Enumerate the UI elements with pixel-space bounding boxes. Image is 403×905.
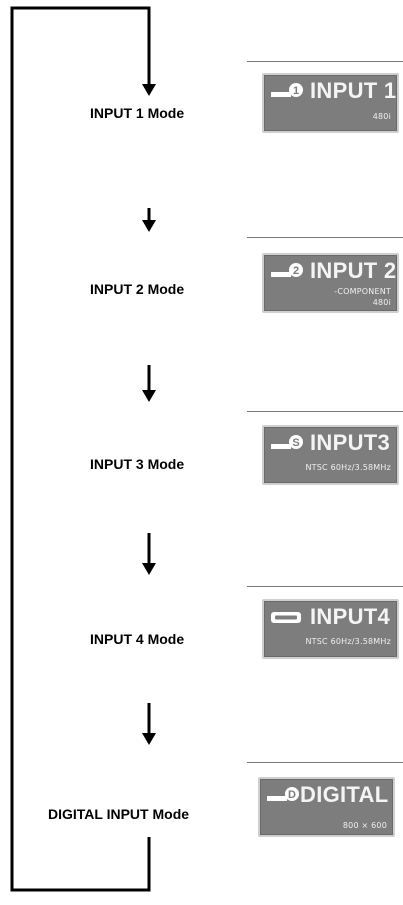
osd-resolution: 480i — [372, 298, 391, 307]
osd-title: INPUT 1 — [310, 78, 397, 103]
terminal-plug-icon: S — [271, 435, 303, 449]
osd-screen-digital: D DIGITAL 800 × 600 — [258, 777, 395, 837]
terminal-plug-icon: D — [267, 787, 299, 801]
separator-line — [247, 586, 403, 587]
osd-title: DIGITAL — [300, 782, 389, 807]
arrow-head-0 — [142, 84, 156, 96]
svg-text:S: S — [292, 437, 299, 449]
mode-label-digital: DIGITAL INPUT Mode — [48, 806, 190, 822]
mode-label-input-2: INPUT 2 Mode — [90, 281, 185, 297]
terminal-plug-icon: 2 — [271, 263, 303, 277]
osd-screen-input-4: INPUT4 NTSC 60Hz/3.58MHz — [262, 599, 399, 659]
osd-signal-type: -COMPONENT — [334, 287, 391, 296]
osd-title: INPUT 2 — [310, 258, 397, 283]
osd-title: INPUT3 — [310, 430, 391, 455]
osd-screen-input-1: 1 INPUT 1 480i — [262, 73, 399, 133]
svg-text:2: 2 — [293, 265, 299, 277]
separator-line — [247, 61, 403, 62]
arrow-head-4 — [142, 733, 156, 745]
separator-line — [247, 411, 403, 412]
mode-label-input-3: INPUT 3 Mode — [90, 456, 185, 472]
osd-resolution: 480i — [372, 112, 391, 121]
arrow-head-1 — [142, 220, 156, 232]
loop-return-line — [10, 6, 151, 892]
arrow-head-2 — [142, 390, 156, 402]
osd-title: INPUT4 — [310, 604, 391, 629]
svg-text:D: D — [288, 789, 296, 801]
mode-label-input-4: INPUT 4 Mode — [90, 631, 185, 647]
arrow-head-3 — [142, 563, 156, 575]
video-input-icon — [271, 612, 301, 623]
separator-line — [247, 762, 403, 763]
svg-text:1: 1 — [293, 85, 299, 97]
osd-signal-format: NTSC 60Hz/3.58MHz — [305, 463, 391, 472]
osd-screen-input-2: 2 INPUT 2 -COMPONENT 480i — [262, 253, 399, 313]
terminal-plug-icon: 1 — [271, 83, 303, 97]
osd-signal-format: NTSC 60Hz/3.58MHz — [305, 637, 391, 646]
osd-screen-input-3: S INPUT3 NTSC 60Hz/3.58MHz — [262, 425, 399, 485]
separator-line — [247, 237, 403, 238]
mode-label-input-1: INPUT 1 Mode — [90, 105, 185, 121]
osd-resolution: 800 × 600 — [342, 821, 387, 830]
